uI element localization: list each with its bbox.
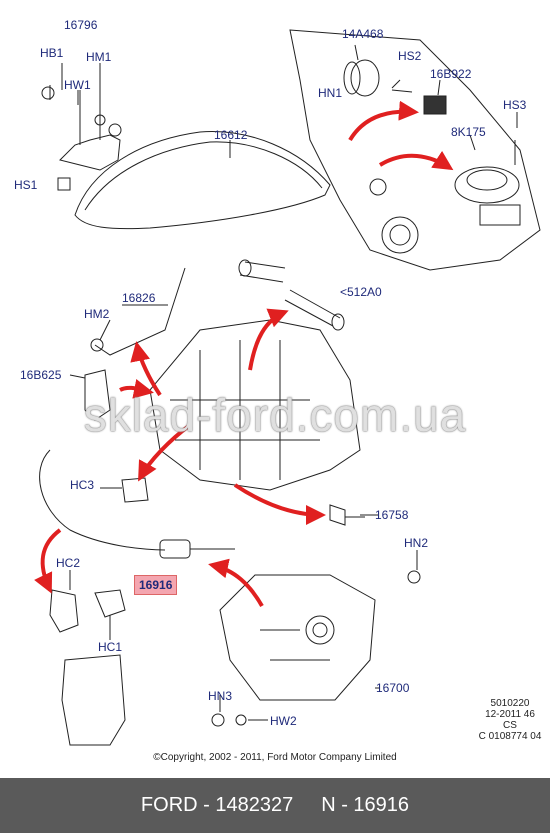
label-hm2: HM2 [84,307,110,321]
reference-block: 5010220 12-2011 46 CS C 0108774 04 [470,698,550,742]
reference-line-3: CS [503,720,517,731]
label-hm1: HM1 [86,50,112,64]
label-hw1: HW1 [64,78,91,92]
strut-mount [454,166,520,204]
buffer [350,59,380,97]
label-hs1: HS1 [14,178,38,192]
label-16826: 16826 [122,291,156,305]
arrow-to-rod [130,341,162,397]
seal-strip [239,261,341,327]
lower-bodywork [61,654,126,746]
arrow-to-bolt [233,483,326,525]
hood-hinge [59,134,121,171]
watermark: sklad-ford.com.ua [83,389,467,441]
arrow-to-cable-end [208,558,264,607]
arrow-to-clip [138,423,192,482]
bolt [329,504,365,526]
reference-line-1: 5010220 [490,698,530,709]
label-512a0: <512A0 [340,285,382,299]
label-hs2: HS2 [398,49,422,63]
label-hn3: HN3 [208,689,233,703]
engine-bay-upper [289,29,541,271]
label-hc1: HC1 [98,640,123,654]
label-16612: 16612 [214,128,248,142]
cable-clip [49,589,79,633]
label-hc2: HC2 [56,556,81,570]
cable-clip-small [94,589,126,618]
label-hb1: HB1 [40,46,64,60]
label-hs3: HS3 [503,98,527,112]
arrow-to-buffer [348,100,419,142]
label-16796: 16796 [64,18,98,32]
label-16b922: 16B922 [430,67,472,81]
hood-latch [219,574,376,701]
label-16916-highlighted: 16916 [134,575,178,595]
label-16b625: 16B625 [20,368,62,382]
label-16700: 16700 [376,681,410,695]
label-hw2: HW2 [270,714,297,728]
reference-line-2: 12-2011 46 [485,709,535,720]
hood-panel [74,131,331,230]
arrow-to-hc2 [34,528,62,594]
label-hn1: HN1 [318,86,343,100]
label-hn2: HN2 [404,536,429,550]
label-8k175: 8K175 [451,125,486,139]
arrow-to-handle [119,379,154,399]
arrow-to-strut [378,150,454,171]
label-14a468: 14A468 [342,27,384,41]
footer-item-number: N - 16916 [321,794,410,816]
label-hc3: HC3 [70,478,95,492]
copyright-notice: ©Copyright, 2002 - 2011, Ford Motor Comp… [153,752,397,763]
arrow-to-seal [248,308,289,371]
release-handle [84,369,111,421]
exploded-parts-diagram [34,29,541,746]
release-cable [39,449,166,551]
footer-part-number: FORD - 1482327 [140,794,294,816]
reference-line-4: C 0108774 04 [478,731,542,742]
footer-bar: FORD - 1482327 N - 16916 [0,778,550,833]
front-end-body [149,319,361,491]
label-16758: 16758 [375,508,409,522]
clip [121,477,149,503]
